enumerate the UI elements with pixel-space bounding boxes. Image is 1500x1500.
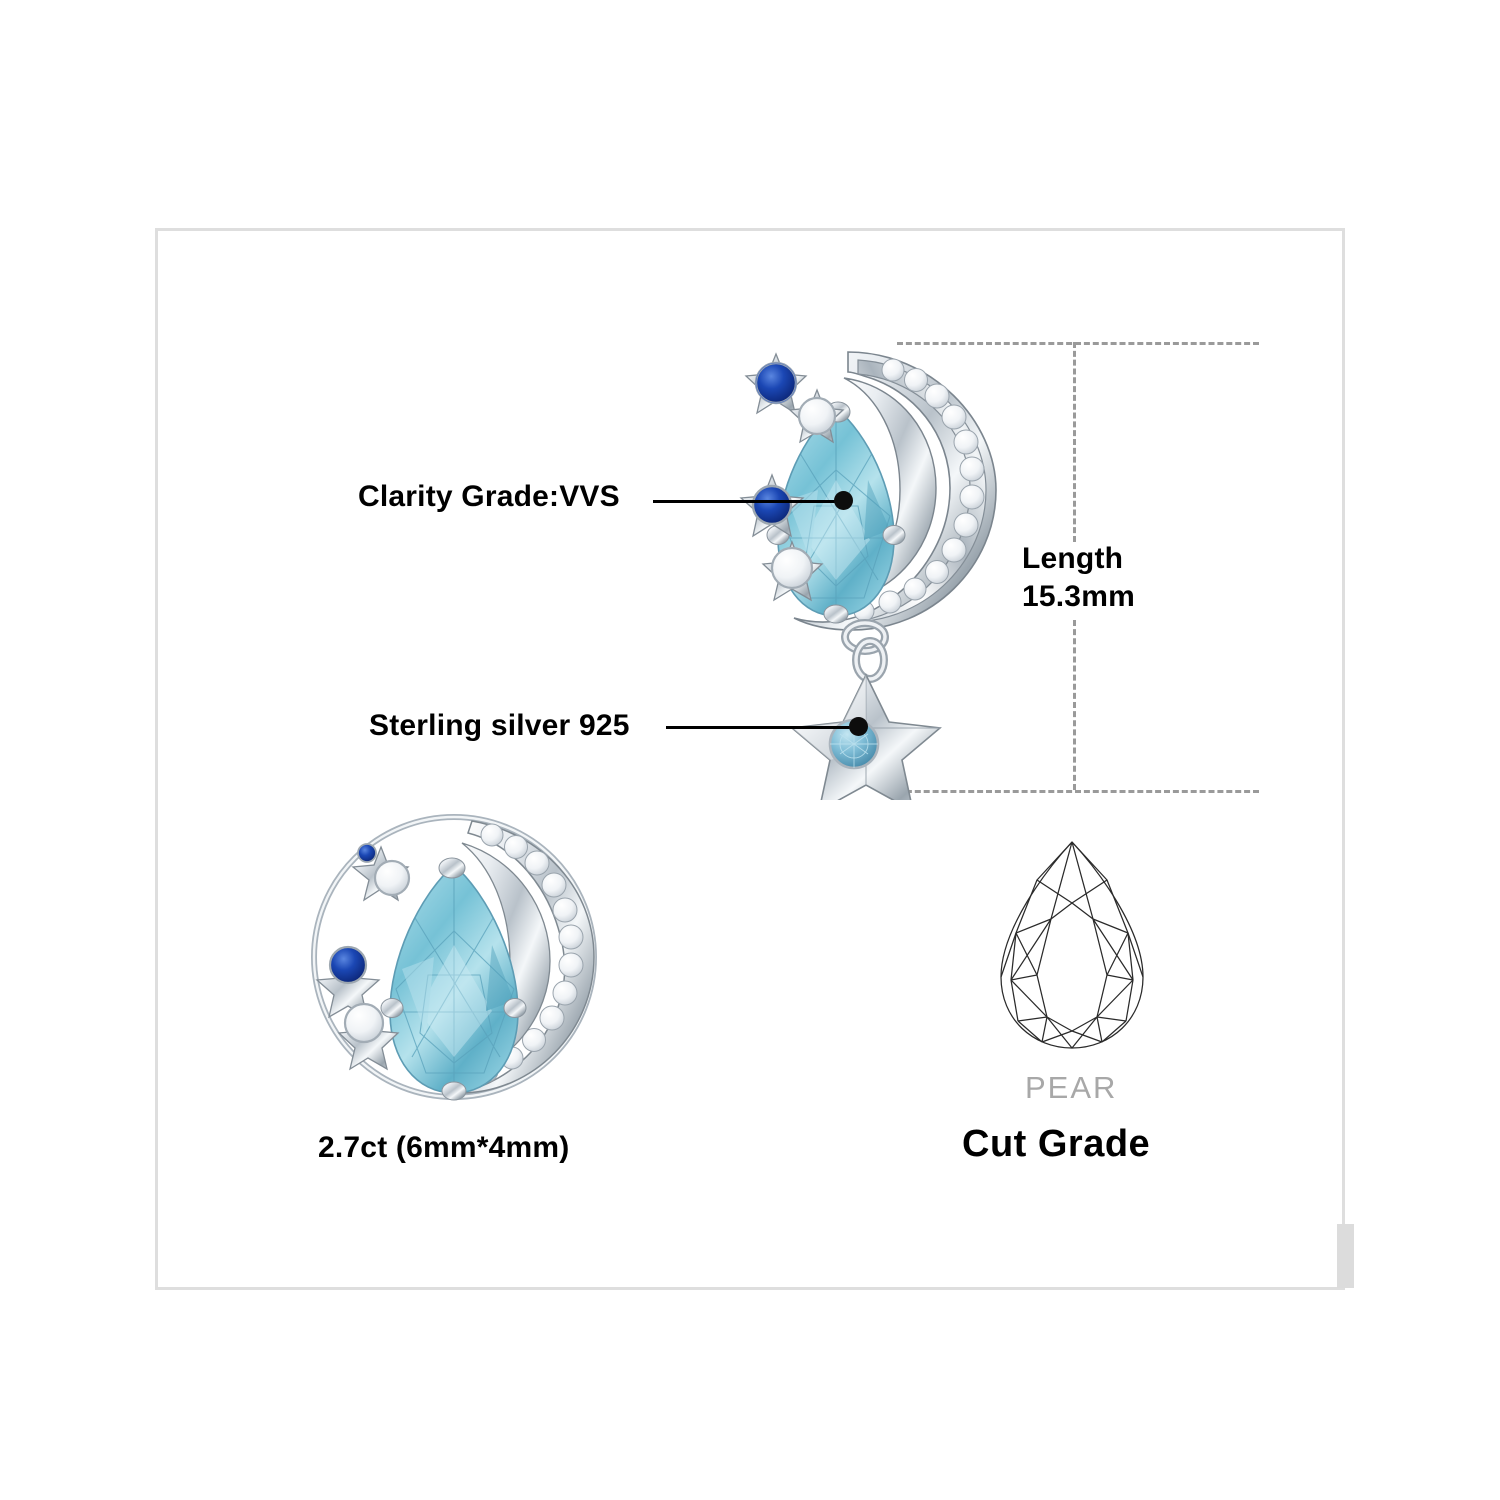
dimension-line-vertical <box>1073 342 1076 542</box>
lower-star-cluster-round <box>315 945 400 1071</box>
cz-stone-3 <box>373 859 411 897</box>
round-moon-charm-artwork <box>302 805 612 1110</box>
cut-grade-heading: Cut Grade <box>962 1123 1151 1165</box>
jump-rings <box>841 619 889 683</box>
moon-pendant-artwork <box>718 330 1048 800</box>
star-charm-dangle <box>790 673 942 800</box>
material-label: Sterling silver 925 <box>369 709 630 742</box>
length-label-line2: 15.3mm <box>1022 580 1135 613</box>
carat-label: 2.7ct (6mm*4mm) <box>318 1131 570 1164</box>
leader-line-material <box>666 726 860 729</box>
sapphire-stone-2 <box>751 484 793 526</box>
leader-dot-clarity <box>834 491 853 510</box>
length-label-line1: Length <box>1022 542 1124 575</box>
dimension-line-top <box>897 342 1259 345</box>
length-label: Length 15.3mm <box>1022 540 1135 616</box>
sapphire-stone-4 <box>328 945 368 985</box>
lower-star-cluster <box>739 473 824 602</box>
upper-star-cluster <box>744 352 845 444</box>
upper-star-cluster-round <box>351 843 411 902</box>
clarity-grade-label: Clarity Grade:VVS <box>358 480 620 513</box>
cz-stone-2 <box>770 546 814 590</box>
dimension-line-vertical-lower <box>1073 620 1076 790</box>
product-image-frame <box>155 228 1345 1290</box>
sapphire-stone-3 <box>357 843 377 863</box>
pave-stones <box>853 358 985 622</box>
pear-gemstone-round <box>380 857 527 1101</box>
leader-line-clarity <box>653 500 845 503</box>
cz-stone-4 <box>343 1002 385 1044</box>
leader-dot-material <box>849 717 868 736</box>
cz-stone <box>797 396 837 436</box>
cut-shape-name: PEAR <box>1025 1070 1118 1105</box>
scrollbar-thumb[interactable] <box>1337 1224 1354 1288</box>
pear-gem-facet-diagram <box>985 835 1160 1055</box>
dimension-line-bottom <box>897 790 1259 793</box>
